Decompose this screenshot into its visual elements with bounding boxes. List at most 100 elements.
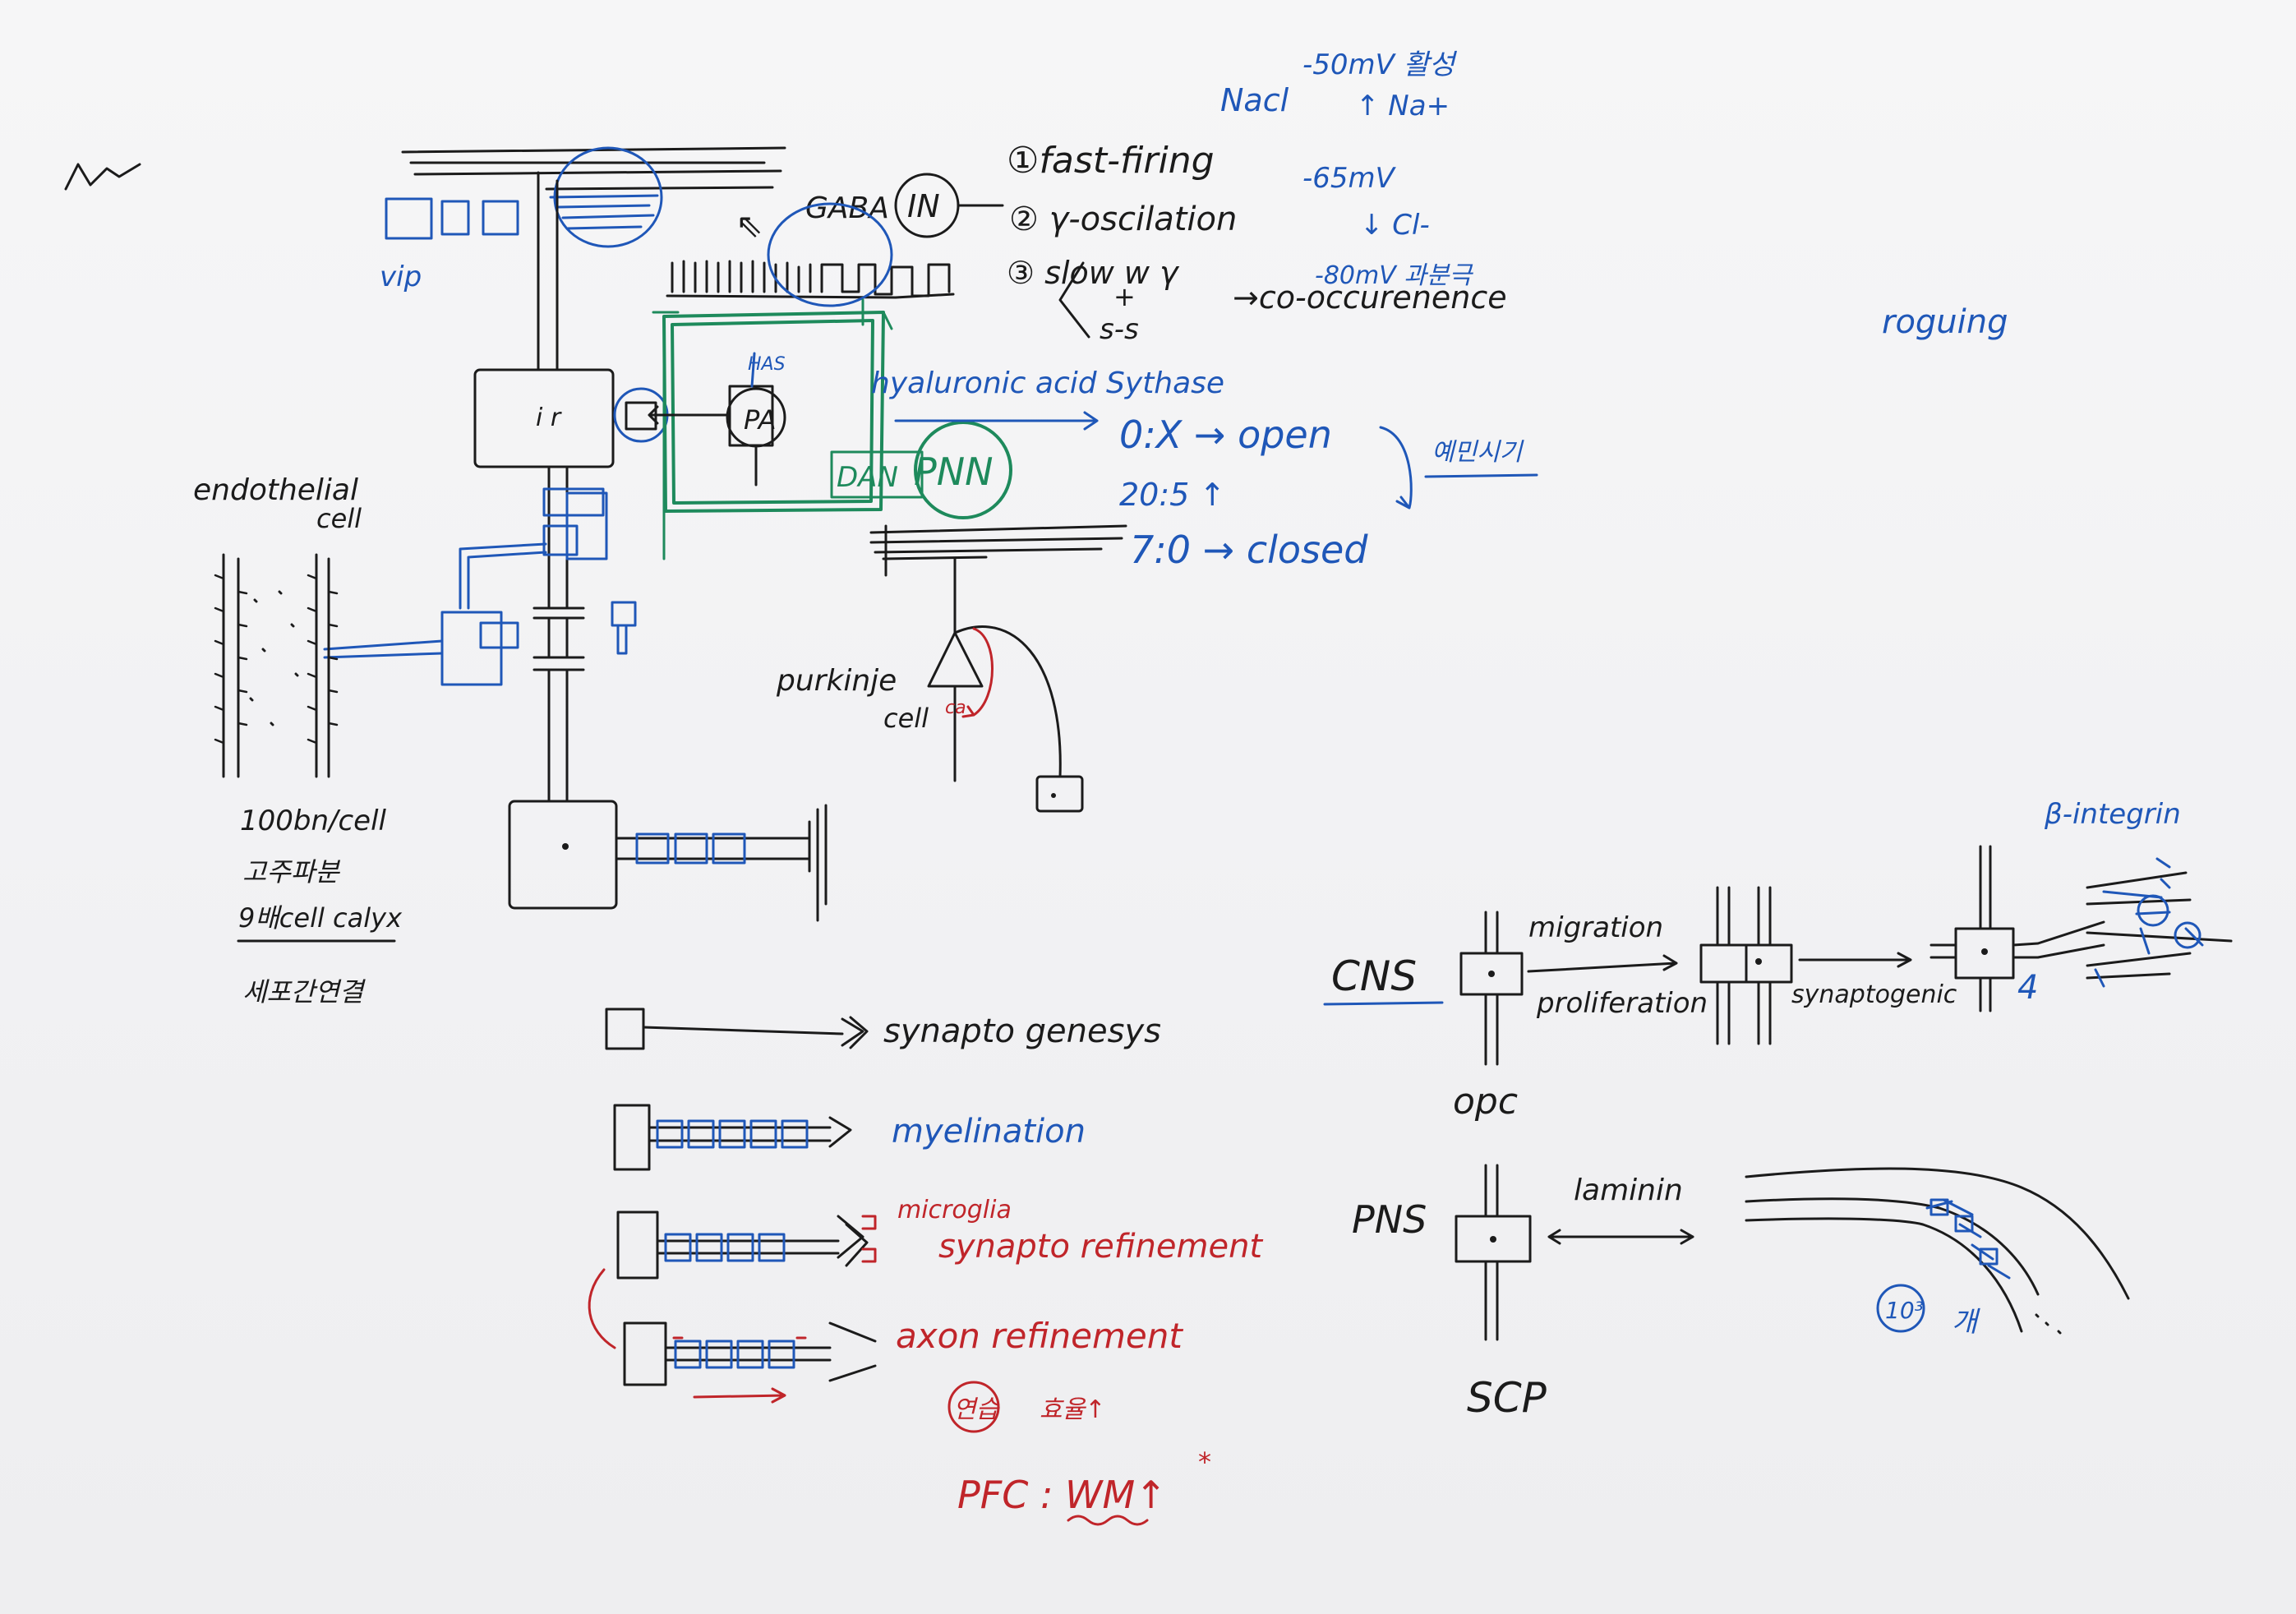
development-list: synapto genesys myelination microglia sy… xyxy=(588,1008,1263,1526)
vessel-left-wall xyxy=(222,553,240,778)
syn-soma xyxy=(605,1008,645,1050)
membrane-hatch-blue xyxy=(549,194,659,230)
integrin-lines xyxy=(2086,871,2233,980)
mye-seg-2 xyxy=(687,1119,715,1149)
nerve-box-3 xyxy=(1979,1247,1999,1266)
myelin-3 xyxy=(712,832,746,865)
purkinje-axon xyxy=(884,524,957,782)
vip-label: vip xyxy=(380,261,422,293)
pfc-label: PFC : WM↑ xyxy=(957,1473,1167,1517)
purkinje-red-arc xyxy=(961,627,994,718)
branched-cell xyxy=(1929,845,2105,1012)
purkinje-membrane xyxy=(869,524,1127,560)
mv-50: -50mV 활성 xyxy=(1302,48,1458,81)
mye-seg-5 xyxy=(781,1119,809,1149)
hyaluronic-label: hyaluronic acid Sythase xyxy=(871,367,1224,400)
na-label: ↑ Na+ xyxy=(1356,90,1450,122)
item-1: ①fast-firing xyxy=(1007,140,1215,182)
migration-label: migration xyxy=(1528,911,1663,944)
proliferation-label: proliferation xyxy=(1536,987,1708,1020)
co-occurrence: →co-occurenence xyxy=(1233,279,1507,316)
synaptogenic-label: synaptogenic xyxy=(1791,980,1957,1009)
pa-label: PA xyxy=(744,404,777,436)
migration-arrow xyxy=(1527,954,1678,973)
beta-integrin-label: β-integrin xyxy=(2044,798,2181,831)
vessel-dots xyxy=(249,590,299,726)
ratio-bracket xyxy=(1379,426,1413,510)
pfc-star: * xyxy=(1198,1446,1211,1478)
note-2: 고주파분 xyxy=(242,856,340,888)
nerve-box-1 xyxy=(1929,1198,1949,1216)
mye-seg-3 xyxy=(718,1119,746,1149)
pfc-wave xyxy=(1067,1515,1149,1526)
mye-seg-1 xyxy=(656,1119,684,1149)
microglia-label: microglia xyxy=(897,1196,1012,1224)
synapto-refinement-label: synapto refinement xyxy=(938,1228,1263,1266)
cns-label: CNS xyxy=(1331,952,1417,1000)
item-2: ② γ-oscilation xyxy=(1009,201,1237,238)
t-node xyxy=(611,601,637,627)
opc-dot xyxy=(1488,971,1495,977)
synaptogenesis-label: synapto genesys xyxy=(883,1012,1161,1050)
t-node-stem xyxy=(616,624,628,655)
mye-axon xyxy=(648,1116,852,1148)
count-label: 10³ xyxy=(1885,1297,1924,1324)
top-membrane xyxy=(401,146,786,191)
vip-box-1 xyxy=(385,197,433,240)
korean-increase: 효율↑ xyxy=(1040,1395,1105,1424)
scp-label: SCP xyxy=(1467,1374,1547,1422)
membrane-circle xyxy=(553,146,663,248)
scp-cell xyxy=(1455,1164,1532,1341)
firing-notes: ①fast-firing ② γ-oscilation ③ slow w γ +… xyxy=(1007,48,2008,572)
axr-soma xyxy=(623,1321,667,1386)
soma-upper xyxy=(473,368,615,468)
endothelial-label: endothelial xyxy=(193,473,358,507)
integrin-four: 4 xyxy=(2017,969,2038,1007)
note-3: 9배cell calyx xyxy=(238,902,403,934)
pnn-prefix-box xyxy=(830,450,924,499)
axr-axon xyxy=(664,1321,877,1382)
item-3-plus: + xyxy=(1113,281,1136,312)
astro-branch xyxy=(459,542,547,610)
gaba-arrow: ⇖ xyxy=(735,207,763,245)
divided-dot xyxy=(1755,958,1762,965)
laminin-arrow xyxy=(1547,1229,1694,1245)
synaptogenic-arrow xyxy=(1798,952,1912,968)
cns-underline xyxy=(1323,1001,1444,1006)
nacl-label: Nacl xyxy=(1220,82,1289,118)
purkinje-target-dot xyxy=(1051,793,1056,798)
note-1: 100bn/cell xyxy=(240,805,387,837)
nerve-bundle xyxy=(1745,1167,2130,1333)
integrin-blob xyxy=(2137,894,2169,927)
ratio-mid: 20:5 ↑ xyxy=(1119,477,1225,513)
myelination-label: myelination xyxy=(892,1113,1086,1151)
pnn-prefix: DAN xyxy=(837,461,898,494)
axr-seg-4 xyxy=(768,1340,795,1369)
axr-seg-3 xyxy=(736,1340,764,1369)
soma-lower-dot xyxy=(562,843,569,850)
purkinje-cell-label: cell xyxy=(883,703,929,734)
ref-seg-4 xyxy=(758,1233,786,1262)
ref-axon xyxy=(656,1215,869,1267)
pa-arrow xyxy=(648,405,731,425)
purkinje-red-mark: ca xyxy=(945,698,966,718)
count-circle xyxy=(1876,1284,1925,1333)
note-4: 세포간연결 xyxy=(242,976,367,1008)
divided-cell-2 xyxy=(1745,886,1793,1045)
opc-label: opc xyxy=(1453,1081,1518,1123)
neuron-panel: vip i r ⇖ GABA IN xyxy=(193,146,1224,1008)
vip-box-2 xyxy=(440,200,470,236)
item-3-brace xyxy=(1058,261,1090,339)
soma-upper-mark: i r xyxy=(536,404,562,432)
astro-box-1 xyxy=(542,487,605,517)
nerve-box-2 xyxy=(1954,1215,1974,1233)
in-label: IN xyxy=(907,188,940,224)
soma-lower xyxy=(508,800,618,910)
vessel-right-wall xyxy=(315,553,330,778)
syn-axon xyxy=(642,1016,869,1049)
scp-dot xyxy=(1490,1236,1496,1243)
glia-panel: CNS opc migration proliferation synaptog… xyxy=(1323,798,2233,1422)
divided-cell-1 xyxy=(1699,886,1748,1045)
